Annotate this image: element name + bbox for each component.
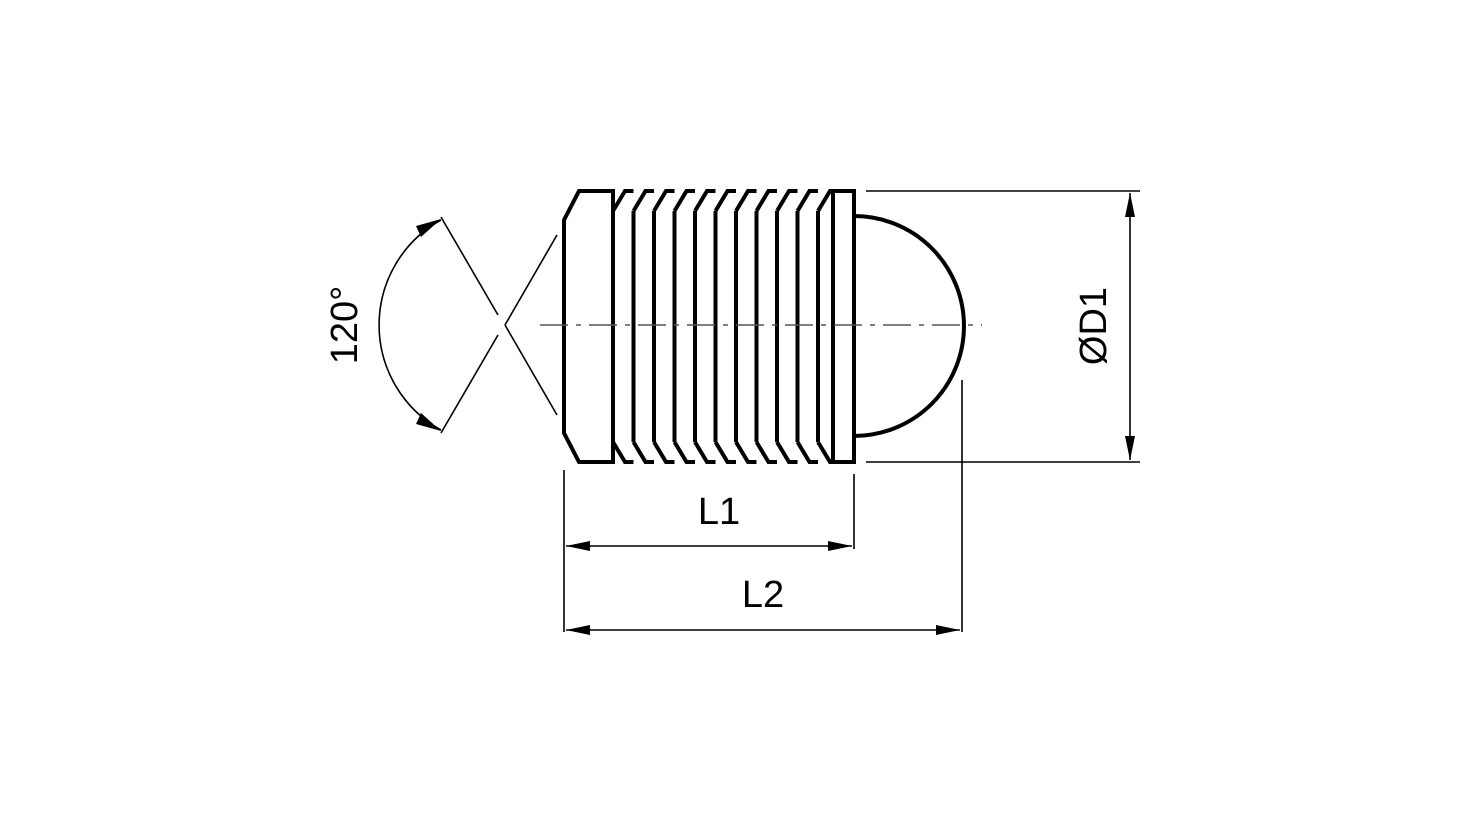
diameter-arrow-bottom (1125, 436, 1135, 460)
front-collar (562, 189, 615, 464)
length-1-label: L1 (698, 491, 740, 533)
angle-arrow-lower (416, 413, 441, 431)
diameter-label: ØD1 (1073, 287, 1115, 365)
angle-ext-line-lower (504, 324, 558, 416)
length-2-arrow-left (566, 625, 590, 635)
angle-label: 120° (324, 286, 366, 365)
length-1-arrow-left (566, 541, 590, 551)
diameter-dimension: ØD1 (866, 190, 1140, 463)
angle-leader-lower (440, 334, 499, 434)
length-1-arrow-right (828, 541, 852, 551)
diameter-arrow-top (1125, 193, 1135, 217)
plunger-body (562, 189, 966, 464)
length-2-arrow-right (936, 625, 960, 635)
angle-arc (378, 219, 442, 431)
rear-collar (831, 189, 856, 464)
thread-ridges (611, 189, 839, 464)
angle-dimension: 120° (324, 216, 558, 434)
angle-leader-upper (440, 216, 499, 316)
ball-nose (853, 214, 966, 438)
angle-ext-line-upper (504, 234, 558, 326)
angle-arrow-upper (416, 219, 441, 237)
thread-profile (611, 189, 839, 464)
length-2-label: L2 (742, 574, 784, 616)
length-dimensions: L1 L2 (563, 380, 963, 635)
